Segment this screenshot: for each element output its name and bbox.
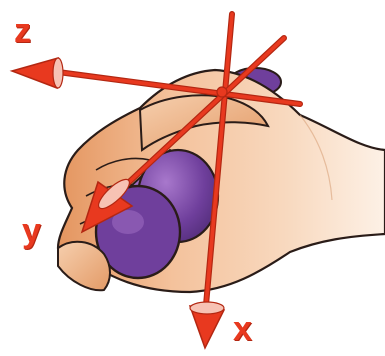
z-axis-label: z <box>14 12 31 50</box>
x-axis-label: x <box>233 310 252 348</box>
x-axis-arrow-icon <box>188 11 235 350</box>
axes-origin-icon <box>216 86 228 98</box>
y-axis-label: y <box>22 212 41 250</box>
purple-cylinder-icon <box>94 148 220 280</box>
y-axis-arrow-icon <box>80 35 287 234</box>
hand-fingertips-icon <box>57 240 111 292</box>
z-axis-arrow-icon <box>9 56 303 107</box>
